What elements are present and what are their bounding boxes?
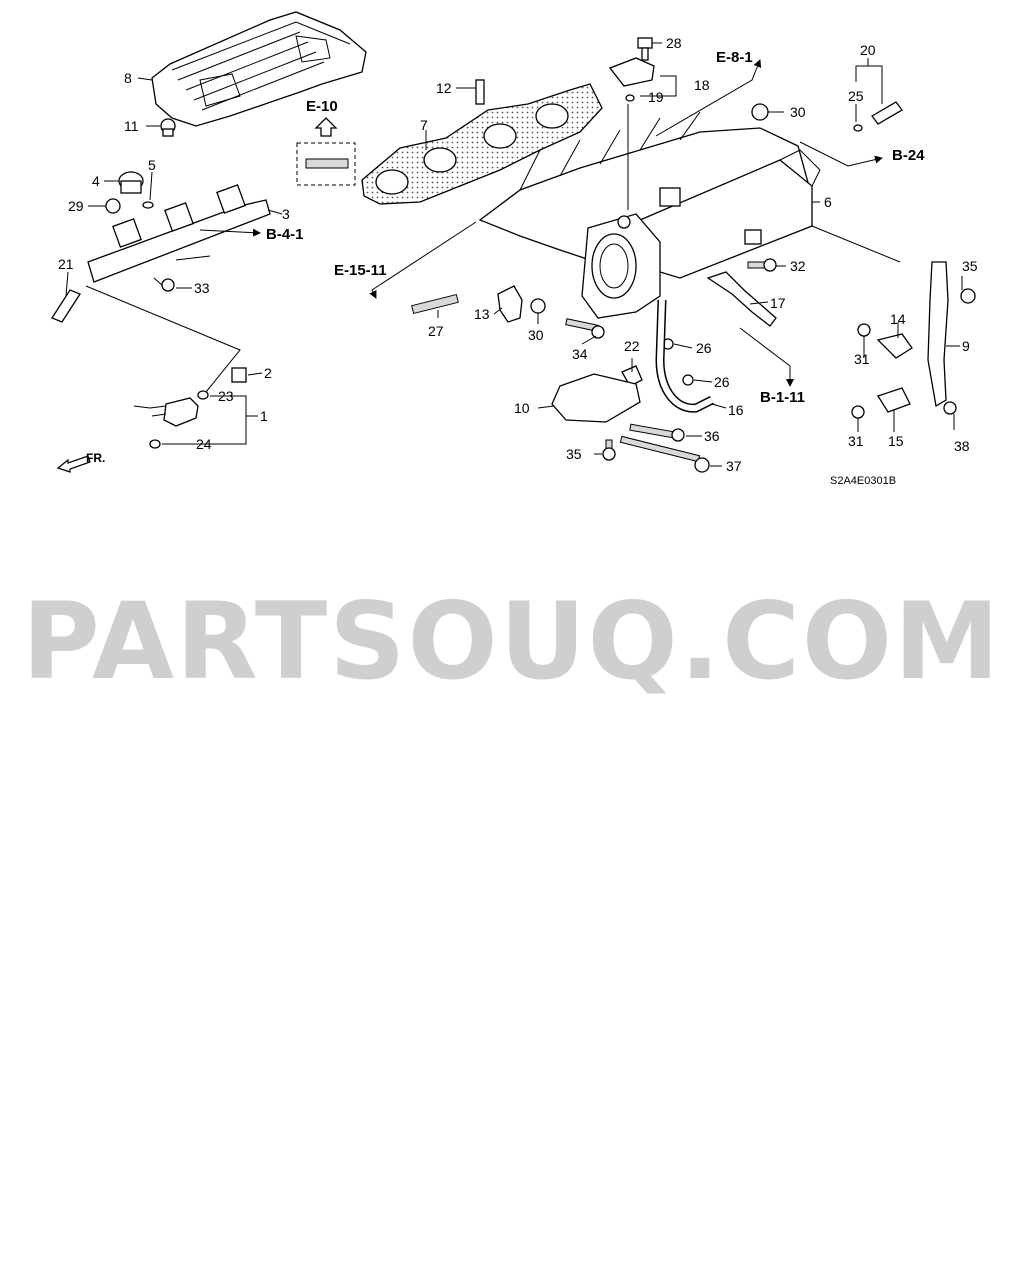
callout-35b: 35 [566, 446, 582, 462]
callout-31b: 31 [848, 433, 864, 449]
callout-38: 38 [954, 438, 970, 454]
callout-31a: 31 [854, 351, 870, 367]
clip-2-part [231, 367, 247, 383]
ref-b-24: B-24 [892, 147, 925, 164]
sensor-20-part [853, 101, 903, 132]
bracket-14-part [876, 333, 913, 359]
callout-36: 36 [704, 428, 720, 444]
callout-1: 1 [260, 408, 268, 424]
cover-nut-part [160, 118, 176, 137]
bolt-35-right-part [960, 288, 976, 304]
bolt-36-part [629, 423, 685, 442]
ref-e-15-11: E-15-11 [334, 262, 387, 279]
fuel-fitting-21-part [51, 289, 81, 323]
ref-box-e10 [296, 117, 356, 186]
callout-8: 8 [124, 70, 132, 86]
ref-e-10: E-10 [306, 98, 338, 115]
callout-3: 3 [282, 206, 290, 222]
callout-11: 11 [124, 118, 139, 134]
oring-5-part [142, 201, 154, 209]
watermark: PARTSOUQ.COM [22, 580, 1001, 703]
bolt-38-part [943, 401, 957, 415]
bolt-33-part [153, 277, 175, 292]
drawing-code: S2A4E0301B [830, 475, 896, 487]
nut-30-top-part [751, 103, 769, 121]
ref-b-4-1: B-4-1 [266, 226, 304, 243]
oring-19-part [625, 94, 635, 102]
bolt-32-part [747, 258, 777, 272]
callout-34: 34 [572, 346, 588, 362]
sensor-12-part [475, 79, 485, 105]
callout-35a: 35 [962, 258, 978, 274]
callout-17: 17 [770, 295, 786, 311]
callout-13: 13 [474, 306, 490, 322]
ref-e-8-1: E-8-1 [716, 49, 753, 66]
engine-cover-part [151, 11, 367, 127]
callout-18: 18 [694, 77, 710, 93]
callout-4: 4 [92, 173, 100, 189]
callout-28: 28 [666, 35, 682, 51]
bolt-37-part [619, 435, 710, 473]
callout-26a: 26 [696, 340, 712, 356]
stay-10-part [551, 373, 641, 423]
callout-10: 10 [514, 400, 530, 416]
callout-37: 37 [726, 458, 742, 474]
callout-26b: 26 [714, 374, 730, 390]
section-references: E-10 E-8-1 B-24 B-4-1 E-15-11 B-1-11 [266, 49, 925, 406]
callout-25: 25 [848, 88, 864, 104]
callout-16: 16 [728, 402, 744, 418]
arrow-left-icon [56, 455, 91, 473]
callout-32: 32 [790, 258, 806, 274]
intake-manifold-part [478, 111, 821, 319]
callout-numbers: 1 2 3 4 5 6 7 8 9 10 11 12 13 14 15 16 1… [58, 35, 978, 474]
callout-14: 14 [890, 311, 906, 327]
ref-b-1-11: B-1-11 [760, 389, 805, 406]
nut-30-low-part [530, 298, 546, 314]
callout-20: 20 [860, 42, 876, 58]
nut-29-part [105, 198, 121, 214]
bolt-35-low-part [602, 439, 616, 461]
callout-21: 21 [58, 256, 74, 272]
map-sensor-18-part [608, 57, 655, 87]
callout-9: 9 [962, 338, 970, 354]
callout-30b: 30 [528, 327, 544, 343]
callout-23: 23 [218, 388, 234, 404]
leader-lines [65, 42, 963, 467]
callout-22: 22 [624, 338, 640, 354]
callout-19: 19 [648, 89, 664, 105]
clamp-26b-part [682, 374, 694, 386]
oring-24-part [149, 439, 161, 449]
bolt-31a-part [857, 323, 871, 337]
callout-7: 7 [420, 117, 428, 133]
callout-33: 33 [194, 280, 210, 296]
callout-12: 12 [436, 80, 452, 96]
stud-27-part [411, 293, 459, 315]
callout-27: 27 [428, 323, 444, 339]
callout-24: 24 [196, 436, 212, 452]
front-direction-indicator: FR. [56, 451, 105, 473]
pipe-17-part [706, 271, 777, 327]
callout-5: 5 [148, 157, 156, 173]
bolt-34-part [565, 318, 605, 339]
fuel-injector-part [149, 397, 199, 427]
bolt-28-part [637, 37, 653, 61]
pressure-regulator-part [118, 171, 144, 194]
bracket-13-part [497, 285, 523, 323]
stay-9-part [927, 261, 949, 408]
oring-23-part [197, 390, 209, 400]
fuel-rail-part [87, 184, 271, 283]
bolt-31b-part [851, 405, 865, 419]
callout-29: 29 [68, 198, 84, 214]
callout-15: 15 [888, 433, 904, 449]
manifold-gasket-part [361, 83, 603, 205]
callout-30a: 30 [790, 104, 806, 120]
callout-2: 2 [264, 365, 272, 381]
bracket-15-part [877, 387, 911, 413]
callout-6: 6 [824, 194, 832, 210]
front-arrow-label: FR. [86, 451, 105, 465]
